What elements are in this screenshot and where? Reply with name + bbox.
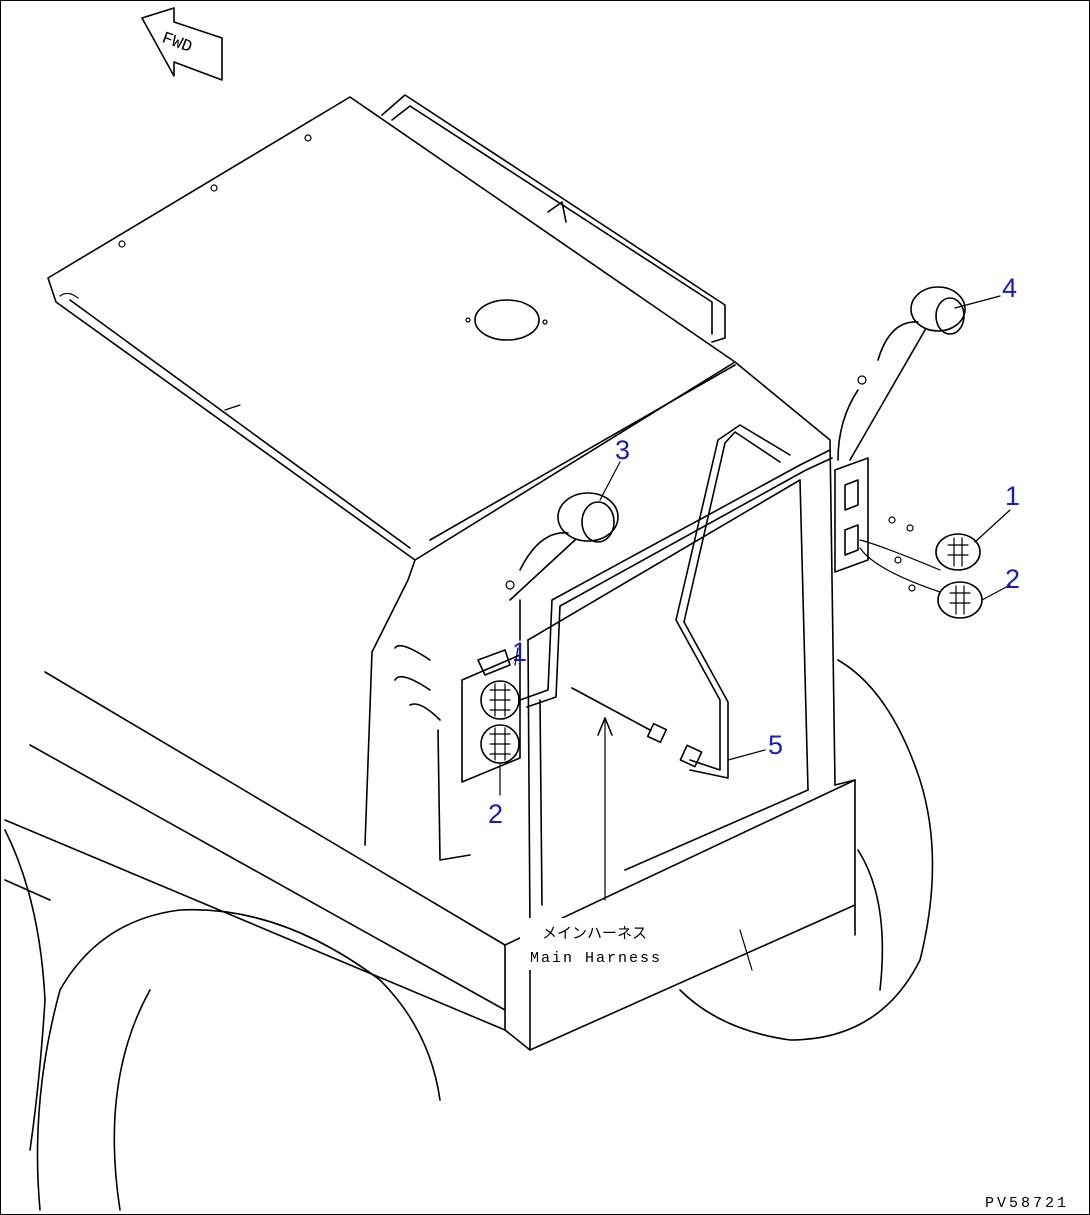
fender-deck: [4, 671, 506, 1031]
cab-body: [364, 361, 856, 936]
fwd-label: FWD: [159, 29, 194, 57]
right-tire: [679, 659, 934, 1041]
harness-label-jp: メインハーネス: [542, 925, 647, 943]
right-lamp-bracket: [834, 457, 983, 619]
callout-4: 4: [1002, 273, 1017, 303]
callout-1-right: 1: [1005, 481, 1020, 511]
harness-routing: [519, 424, 833, 901]
leader-lines: [499, 295, 1011, 796]
callout-3: 3: [615, 435, 630, 465]
left-work-light: [505, 492, 619, 641]
callout-1-left: 1: [512, 637, 527, 667]
callout-5: 5: [768, 730, 783, 760]
left-tire: [4, 829, 441, 1211]
rear-handrail: [381, 94, 726, 343]
left-lamp-bracket: [394, 644, 521, 861]
right-work-light: [837, 286, 966, 461]
drawing-number: PV58721: [985, 1195, 1069, 1212]
harness-label-en: Main Harness: [530, 950, 662, 967]
callout-2-right: 2: [1005, 564, 1020, 594]
fwd-arrow-icon: FWD: [141, 7, 223, 81]
rear-bumper: [504, 779, 856, 1051]
cab-roof: [47, 96, 736, 561]
callout-2-left: 2: [488, 799, 503, 829]
